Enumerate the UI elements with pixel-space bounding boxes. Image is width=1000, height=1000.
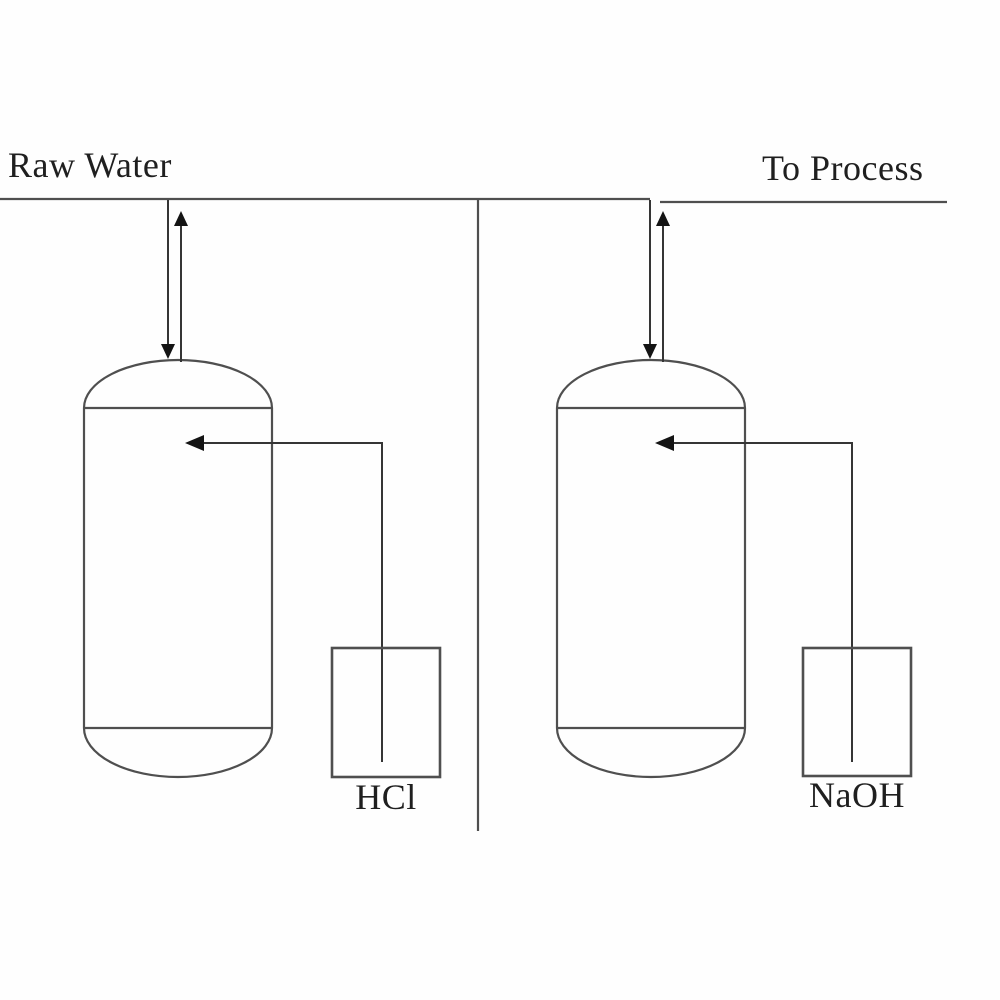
hcl-regen-arrowhead-icon	[185, 435, 204, 451]
anion-vessel-flow-arrows	[643, 200, 670, 362]
cation-vessel-top-dome	[82, 358, 274, 409]
hcl-regen-line	[203, 442, 383, 762]
anion-outlet-up-arrowhead-icon	[656, 211, 670, 226]
raw-water-label: Raw Water	[8, 145, 172, 185]
cation-vessel-flow-arrows	[161, 200, 188, 362]
cation-vessel-bottom-dome	[82, 727, 274, 779]
naoh-tank-label: NaOH	[809, 775, 905, 815]
hcl-tank	[330, 646, 442, 779]
naoh-tank	[801, 646, 913, 778]
cation-inlet-down-arrowhead-icon	[161, 344, 175, 359]
hcl-tank-label: HCl	[355, 777, 417, 817]
hcl-regeneration-assembly	[185, 435, 442, 779]
naoh-regen-line	[673, 442, 853, 762]
anion-vessel	[555, 358, 747, 779]
anion-vessel-top-dome	[555, 358, 747, 409]
anion-vessel-bottom-dome	[555, 727, 747, 779]
naoh-regeneration-assembly	[655, 435, 913, 778]
naoh-regen-arrowhead-icon	[655, 435, 674, 451]
anion-inlet-down-arrowhead-icon	[643, 344, 657, 359]
cation-outlet-up-arrowhead-icon	[174, 211, 188, 226]
cation-vessel	[82, 358, 274, 779]
to-process-label: To Process	[762, 148, 924, 188]
